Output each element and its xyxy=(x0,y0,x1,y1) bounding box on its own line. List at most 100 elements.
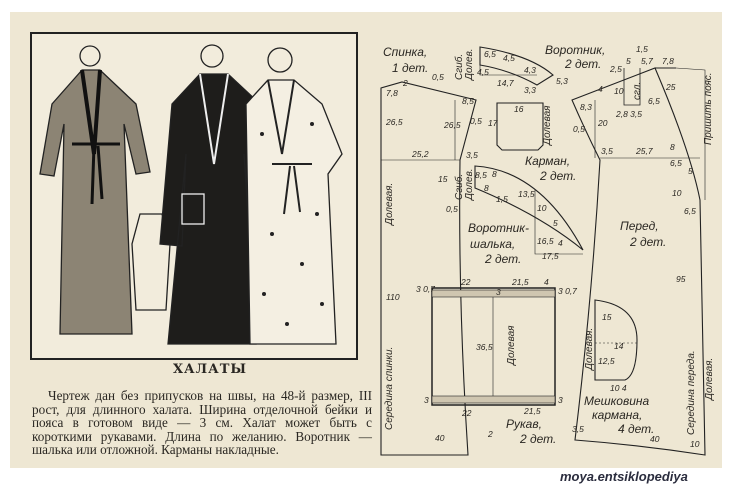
measure: 21,5 xyxy=(523,406,541,416)
label-grain-bag: Долевая. xyxy=(584,328,595,371)
measure: 3 xyxy=(496,287,501,297)
measure: 8 xyxy=(484,183,489,193)
measure: 1,5 xyxy=(496,194,508,204)
measurements: 7,8 2 0,5 26,5 8,5 26,5 0,5 25,2 3,5 15 … xyxy=(385,44,700,449)
label-fold-collar: Сгиб. xyxy=(453,54,465,80)
measure: 6,5 xyxy=(648,96,660,106)
measure: 3 0,7 xyxy=(558,286,577,296)
measure: 3,5 xyxy=(601,146,613,156)
label-dart: сгл. xyxy=(632,82,643,100)
label-attach-belt: Пришить пояс. xyxy=(703,72,714,145)
back-piece xyxy=(380,81,477,456)
measure: 8 xyxy=(670,142,675,152)
measure: 15 xyxy=(602,312,612,322)
measure: 22 xyxy=(460,277,471,287)
label-fold-grain-collar: Долев. xyxy=(464,48,475,81)
measure: 20 xyxy=(597,118,608,128)
pocket-piece xyxy=(496,102,544,151)
label-back-count: 1 дет. xyxy=(392,61,428,75)
label-collar-count: 2 дет. xyxy=(564,57,601,71)
sewing-pattern: Спинка, 1 дет. Воротник, 2 дет. Карман, … xyxy=(380,43,715,456)
measure: 4,5 xyxy=(503,53,515,63)
front-dart xyxy=(623,68,641,106)
label-shawl-count: 2 дет. xyxy=(484,252,521,266)
measure: 8,3 xyxy=(580,102,592,112)
measure: 0,5 xyxy=(446,204,458,214)
label-fold-grain-shawl: Долев. xyxy=(464,168,475,201)
measure: 22 xyxy=(461,408,472,418)
measure: 5 xyxy=(626,56,631,66)
measure: 2,5 xyxy=(609,64,622,74)
robe-1 xyxy=(39,69,151,335)
label-back: Спинка, xyxy=(383,45,427,59)
measure: 10 xyxy=(672,188,682,198)
measure: 14 xyxy=(614,341,624,351)
watermark: moya.entsiklopediya xyxy=(560,469,688,484)
measure: 10 xyxy=(614,86,624,96)
measure: 5,3 xyxy=(556,76,568,86)
measure: 1,5 xyxy=(636,44,648,54)
label-bag-count: 4 дет. xyxy=(618,422,654,436)
measure: 25,2 xyxy=(411,149,429,159)
measure: 2,8 3,5 xyxy=(615,109,642,119)
measure: 3 xyxy=(424,395,429,405)
measure: 3 xyxy=(558,395,563,405)
label-grain-sleeve: Долевая xyxy=(506,325,517,366)
measure: 4,3 xyxy=(524,65,536,75)
label-bag2: кармана, xyxy=(592,408,642,422)
front-piece xyxy=(571,67,706,456)
label-grain-pocket: Долевая xyxy=(542,105,553,146)
sleeve-piece xyxy=(431,287,556,406)
measure: 3,5 xyxy=(466,150,478,160)
collar-piece xyxy=(479,46,554,86)
measure: 26,5 xyxy=(443,120,461,130)
measure: 7,8 xyxy=(662,56,674,66)
measure: 7,8 xyxy=(386,88,398,98)
measure: 25,7 xyxy=(635,146,653,156)
illustration-robes xyxy=(30,32,358,360)
article-title: ХАЛАТЫ xyxy=(172,362,248,377)
measure: 13,5 xyxy=(518,189,535,199)
measure: 36,5 xyxy=(476,342,493,352)
measure: 3,3 xyxy=(524,85,536,95)
measure: 14,7 xyxy=(497,78,514,88)
robe-2-pocket xyxy=(181,193,205,225)
label-fold-shawl: Сгиб. xyxy=(453,174,465,200)
measure: 21,5 xyxy=(511,277,529,287)
measure: 3,5 xyxy=(572,424,584,434)
measure: 40 xyxy=(650,434,660,444)
measure: 4,5 xyxy=(477,67,489,77)
measure: 8 xyxy=(492,169,497,179)
label-pocket-count: 2 дет. xyxy=(539,169,576,183)
measure: 10 xyxy=(537,203,547,213)
label-center-back: Середина спинки. xyxy=(384,347,395,430)
measure: 2 xyxy=(402,78,408,88)
label-collar: Воротник, xyxy=(545,43,605,57)
label-pocket: Карман, xyxy=(525,154,570,168)
label-sleeve: Рукав, xyxy=(506,417,542,431)
robe-3 xyxy=(245,79,343,345)
measure: 6,5 xyxy=(670,158,682,168)
label-grain-front: Долевая. xyxy=(704,358,715,401)
measure: 10 4 xyxy=(610,383,627,393)
measure: 0,5 xyxy=(573,124,585,134)
article-body: Чертеж дан без припусков на швы, на 48-й… xyxy=(32,388,372,458)
measure: 4 xyxy=(558,238,563,248)
measure: 12,5 xyxy=(598,356,615,366)
measure: 0,5 xyxy=(432,72,444,82)
robes-drawing xyxy=(39,44,343,345)
measure: 4 xyxy=(544,277,549,287)
measure: 2 xyxy=(487,429,493,439)
label-sleeve-count: 2 дет. xyxy=(519,432,556,446)
shawl-collar-piece xyxy=(474,165,584,251)
measure: 5,7 xyxy=(641,56,653,66)
figure-head xyxy=(79,45,101,67)
measure: 3 0,7 xyxy=(416,284,435,294)
label-bag: Мешковина xyxy=(584,394,650,408)
measure: 8,5 xyxy=(475,170,487,180)
measure: 8,5 xyxy=(462,96,474,106)
measure: 0,5 xyxy=(470,116,482,126)
pocket-bag-piece xyxy=(594,299,638,381)
measure: 110 xyxy=(386,292,400,302)
measure: 6,5 xyxy=(684,206,696,216)
